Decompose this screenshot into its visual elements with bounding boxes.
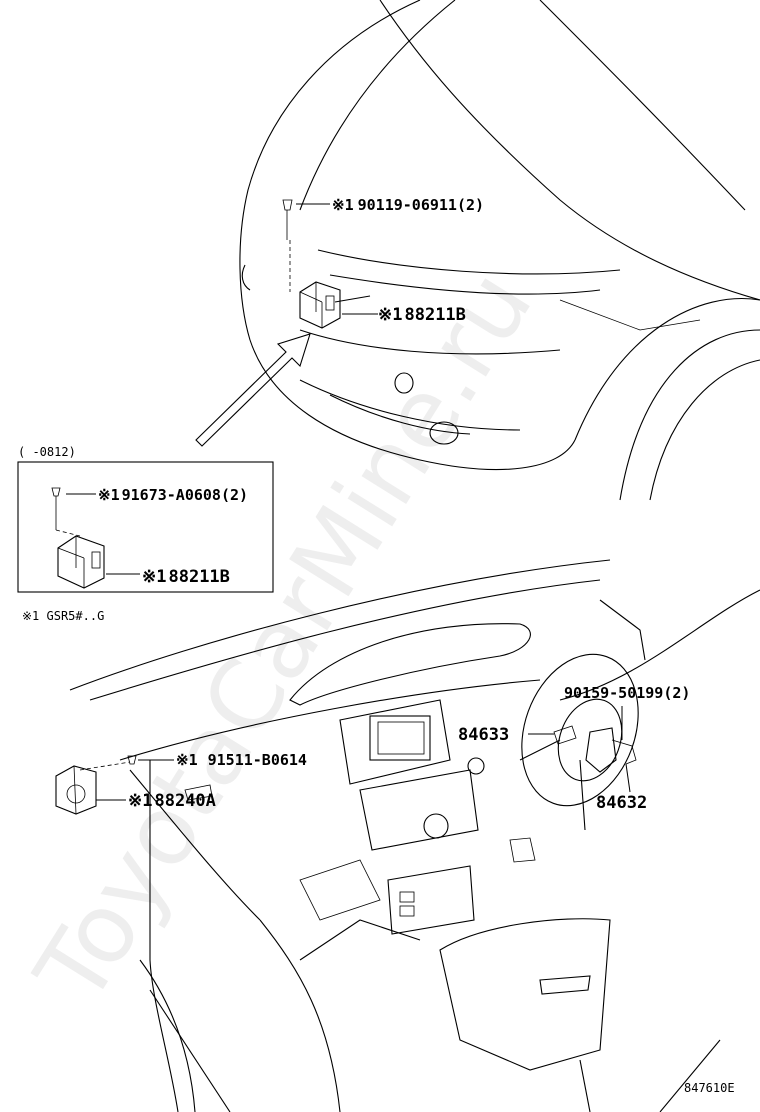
inset-illustration [51, 487, 105, 589]
cruise-switch-84632-icon [585, 727, 637, 773]
module-88211b-icon [299, 281, 341, 329]
svg-text:84633: 84633 [458, 725, 509, 745]
footnote: ※1 GSR5#..G [22, 609, 104, 623]
diagram-code: 847610E [684, 1081, 735, 1095]
interior-illustration [69, 559, 760, 1112]
svg-text:90159-50199(2): 90159-50199(2) [564, 684, 690, 702]
inset-range-label: ( -0812) [18, 445, 76, 459]
unit-88240a-icon [55, 755, 137, 815]
inset-box [17, 461, 274, 593]
callout-90159-50199: 90159-50199(2) [564, 684, 690, 702]
car-front-illustration [195, 0, 760, 501]
svg-text:84632: 84632 [596, 793, 647, 813]
cruise-switch-84633-icon [553, 725, 577, 745]
callout-84632: 84632 [596, 793, 647, 813]
callout-84633: 84633 [458, 725, 509, 745]
